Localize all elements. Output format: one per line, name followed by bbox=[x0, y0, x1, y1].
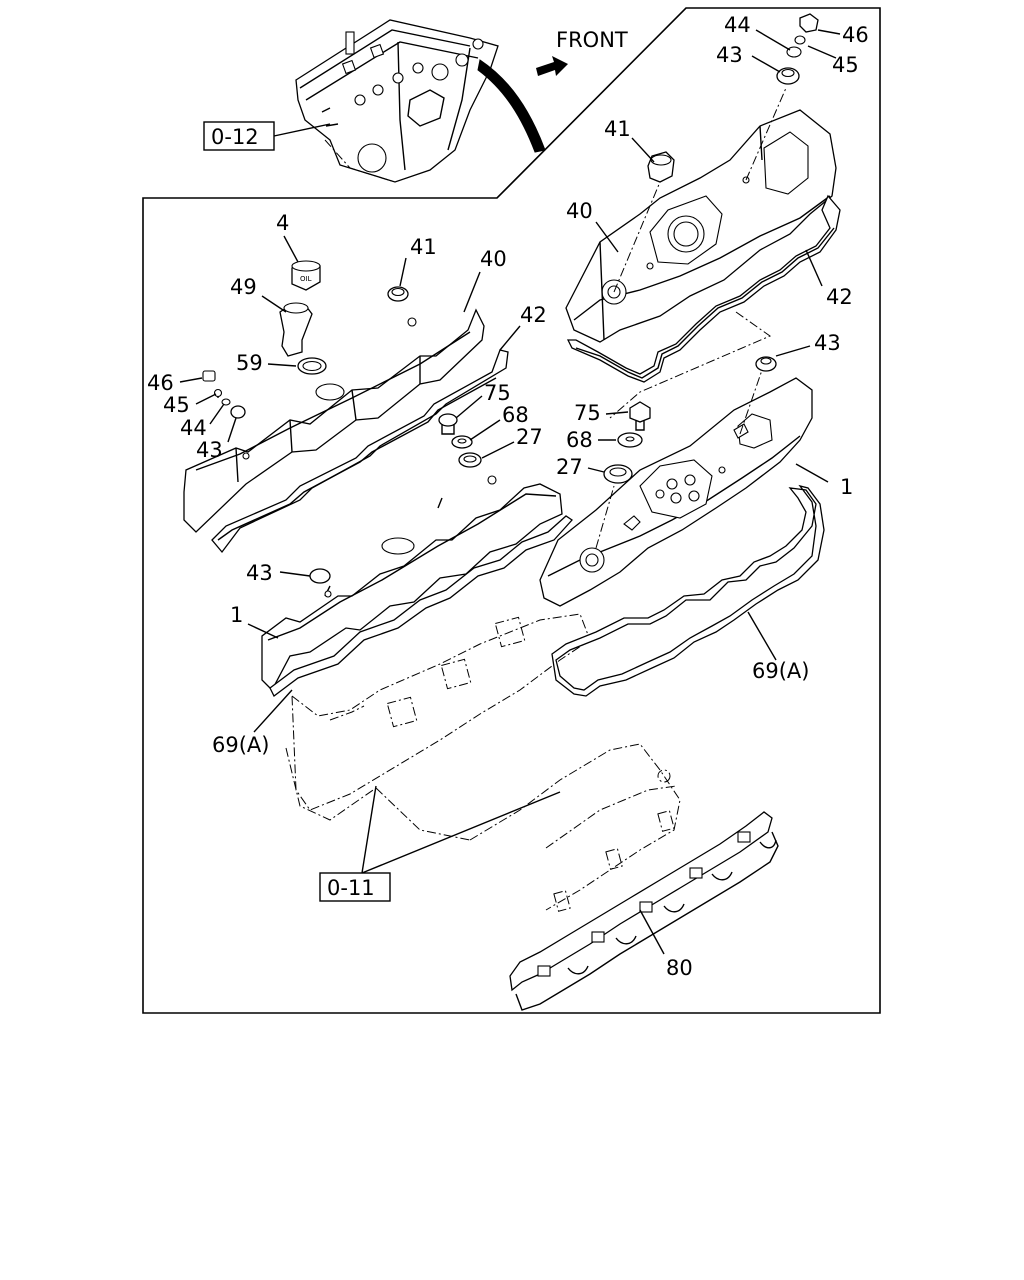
injection-rail bbox=[509, 811, 779, 1011]
nut-left bbox=[202, 370, 216, 382]
callout-59: 59 bbox=[236, 351, 263, 375]
diagram-frame bbox=[142, 7, 881, 1014]
grommet-left bbox=[230, 405, 246, 419]
ref-box-engine bbox=[203, 121, 275, 151]
front-label: FRONT bbox=[556, 28, 628, 52]
grommet-41-right bbox=[647, 151, 675, 183]
nut-right bbox=[799, 13, 819, 33]
callout-46-left: 46 bbox=[147, 371, 174, 395]
callout-75-right: 75 bbox=[574, 401, 601, 425]
cylinder-head-phantom bbox=[285, 613, 681, 912]
seal-washer-left bbox=[221, 398, 231, 406]
right-upper-gasket bbox=[566, 194, 841, 383]
callout-46-right: 46 bbox=[842, 23, 869, 47]
washer-left bbox=[213, 388, 223, 398]
callout-69a-right: 69(A) bbox=[752, 659, 809, 683]
leader-lines bbox=[179, 29, 841, 955]
left-upper-gasket bbox=[211, 349, 509, 554]
callout-labels: 4 49 59 41 40 42 46 45 44 43 75 68 27 43… bbox=[147, 13, 869, 980]
callout-1-left: 1 bbox=[230, 603, 243, 627]
callout-80: 80 bbox=[666, 956, 693, 980]
callout-75-left: 75 bbox=[484, 381, 511, 405]
callout-40-right: 40 bbox=[566, 199, 593, 223]
callout-42-right: 42 bbox=[826, 285, 853, 309]
callout-40-left: 40 bbox=[480, 247, 507, 271]
callout-27-left: 27 bbox=[516, 425, 543, 449]
callout-44-right: 44 bbox=[724, 13, 751, 37]
callout-1-right: 1 bbox=[840, 475, 853, 499]
callout-44-left: 44 bbox=[180, 416, 207, 440]
callout-68-left: 68 bbox=[502, 403, 529, 427]
grommet-43-right-top bbox=[776, 67, 800, 85]
right-upper-cover bbox=[565, 87, 837, 343]
right-lower-gasket bbox=[551, 484, 825, 697]
detail-pointer-arrow bbox=[477, 59, 546, 153]
washer-right bbox=[794, 35, 806, 45]
callout-4: 4 bbox=[276, 211, 289, 235]
callout-45-left: 45 bbox=[163, 393, 190, 417]
callout-41-left: 41 bbox=[410, 235, 437, 259]
callout-41-right: 41 bbox=[604, 117, 631, 141]
callout-43-left: 43 bbox=[196, 438, 223, 462]
left-upper-cover bbox=[183, 308, 485, 533]
callout-68-right: 68 bbox=[566, 428, 593, 452]
callout-45-right: 45 bbox=[832, 53, 859, 77]
callout-42-left: 42 bbox=[520, 303, 547, 327]
engine-overview bbox=[295, 19, 546, 183]
oil-filler-cap: OIL bbox=[291, 260, 321, 291]
callout-43-right: 43 bbox=[814, 331, 841, 355]
callout-43-left-lower: 43 bbox=[246, 561, 273, 585]
callout-43-right-top: 43 bbox=[716, 43, 743, 67]
front-arrow-icon bbox=[536, 56, 568, 76]
ref-box-cylinder-head bbox=[319, 872, 391, 902]
callout-69a-left: 69(A) bbox=[212, 733, 269, 757]
callout-49: 49 bbox=[230, 275, 257, 299]
grommet-43-left-lower bbox=[309, 568, 331, 584]
left-lower-cover bbox=[261, 475, 563, 692]
oil-filler-neck bbox=[279, 302, 313, 357]
svg-text:OIL: OIL bbox=[300, 275, 312, 283]
seal-washer-right bbox=[786, 46, 802, 58]
callout-27-right: 27 bbox=[556, 455, 583, 479]
right-lower-cover bbox=[539, 369, 813, 607]
ref-box-engine-label: 0-12 bbox=[211, 125, 259, 149]
ref-box-cylinder-head-label: 0-11 bbox=[327, 876, 375, 900]
bolt-75-left bbox=[438, 413, 458, 435]
left-lower-gasket bbox=[269, 515, 573, 697]
bolt-75-right bbox=[629, 401, 651, 431]
